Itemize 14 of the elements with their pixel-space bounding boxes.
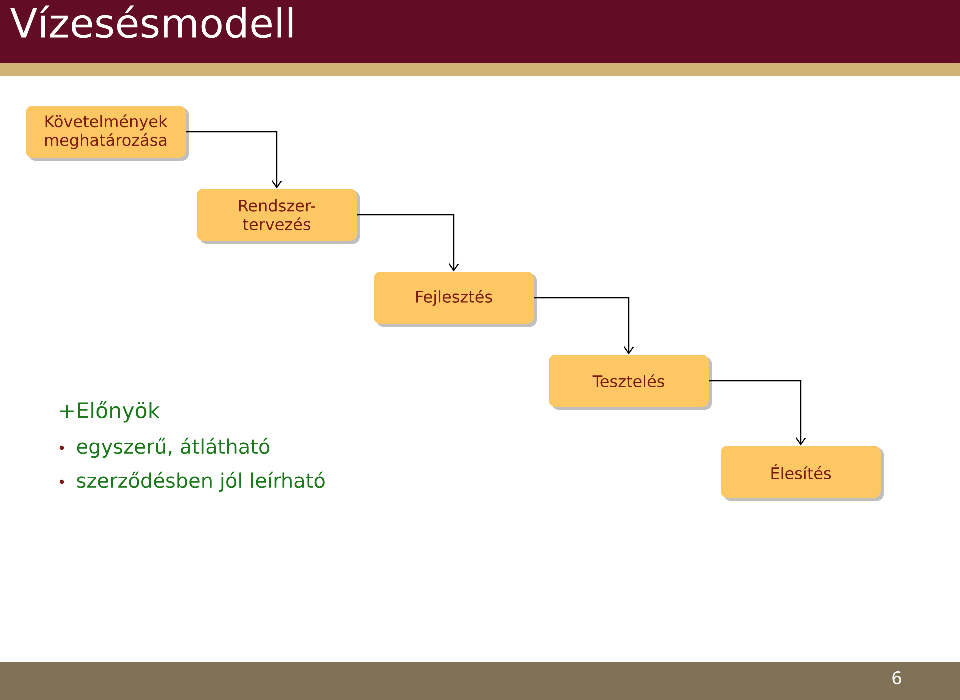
list-item: szerződésben jól leírható bbox=[77, 472, 325, 492]
arrow bbox=[186, 131, 282, 189]
arrow bbox=[357, 214, 460, 272]
arrow bbox=[534, 297, 634, 355]
page-number: 6 bbox=[892, 671, 902, 685]
arrow bbox=[709, 380, 806, 446]
list-item: egyszerű, átlátható bbox=[77, 438, 270, 458]
process-box: Követelmények meghatározása bbox=[26, 106, 189, 161]
process-box: Fejlesztés bbox=[374, 272, 537, 327]
heading: +Előnyök bbox=[60, 401, 160, 423]
slide-title: Vízesésmodell bbox=[10, 6, 293, 38]
process-box: Élesítés bbox=[721, 446, 884, 501]
process-box: Tesztelés bbox=[549, 355, 712, 410]
process-box: Rendszer- tervezés bbox=[197, 189, 360, 244]
